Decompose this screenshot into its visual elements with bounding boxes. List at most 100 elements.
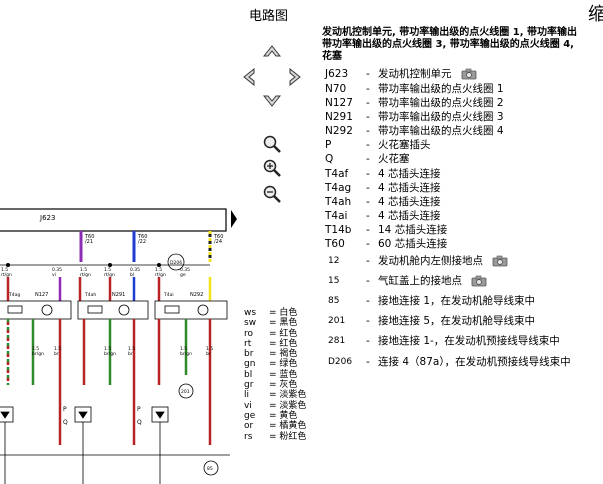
legend-description: 接地连接 5，在发动机舱导线束中 [378,315,536,327]
color-legend-row: rs= 粉红色 [244,431,307,442]
connector-label: T4ai [163,292,174,298]
legend-dash: - [366,315,370,327]
coil-n70[interactable] [0,300,72,320]
pan-left-button[interactable] [242,67,260,87]
legend-code: T4ag [325,182,352,194]
legend-code: 201 [328,316,346,326]
zoom-out-icon [263,185,281,203]
control-unit-label: J623 [39,214,55,222]
legend-dash: - [366,83,370,95]
color-legend-row: ge= 黄色 [244,410,298,421]
color-legend-row: gr= 灰色 [244,380,298,391]
legend-dash: - [366,210,370,222]
wire-size-labels-lower: 1.5br/gn 1.5br 1.5br/gn 1.5br 1.5br/gn 1… [32,346,213,357]
pan-up-button[interactable] [262,44,282,62]
legend-description: 火花塞 [378,153,410,165]
svg-text:rt/gn: rt/gn [1,272,12,278]
conn-label: T60 [84,234,94,240]
arrow-up-icon [262,45,282,57]
svg-text:br/gn: br/gn [104,351,116,357]
color-legend-row: bl= 蓝色 [244,369,298,380]
ground-point-201[interactable] [178,383,194,399]
arrow-left-icon [243,67,255,87]
junction-dot [6,263,10,267]
legend-description: 火花塞插头 [378,139,431,151]
legend-description: 气缸盖上的接地点 [378,275,462,287]
svg-text:0.35: 0.35 [130,267,140,273]
legend-description: 带功率输出级的点火线圈 2 [378,97,504,109]
zoom-plus-button[interactable] [262,158,282,178]
legend-dash: - [366,224,370,236]
coil-n127[interactable] [77,300,149,320]
svg-text:br: br [206,351,211,357]
color-legend-row: br= 褐色 [244,349,298,360]
legend-dash: - [366,111,370,123]
legend-code: Q [325,153,334,165]
zoom-in-icon [263,159,281,177]
legend-dash: - [366,168,370,180]
ground-label: D206 [170,260,182,266]
legend-dash: - [366,68,370,80]
connector-label: T4ag [8,292,20,298]
color-legend-row: vi= 淡紫色 [244,400,307,411]
legend-description: 4 芯插头连接 [378,168,441,180]
legend-dash: - [366,275,370,287]
legend-heading: 发动机控制单元, 带功率输出级的点火线圈 1, 带功率输出 带功率输出级的点火线… [322,27,577,62]
legend-code: N292 [325,125,353,137]
legend-dash: - [366,238,370,250]
plug-label: Q [137,419,142,426]
legend-description: 60 芯插头连接 [378,238,448,250]
svg-text:1.5: 1.5 [32,346,39,352]
color-legend-row: or= 橘黄色 [244,421,307,432]
component-legend: 发动机控制单元, 带功率输出级的点火线圈 1, 带功率输出 带功率输出级的点火线… [322,27,603,393]
color-legend-row: sw= 黑色 [244,318,298,329]
legend-dash: - [366,97,370,109]
coil-label: N292 [190,292,203,298]
zoom-out-button[interactable] [262,184,282,204]
svg-text:1.5: 1.5 [180,346,187,352]
pin-label: /22 [138,239,146,245]
svg-text:0.35: 0.35 [52,267,62,273]
legend-description: 接地连接 1，在发动机舱导线束中 [378,295,536,307]
magnifier-icon [263,135,281,153]
svg-text:rt/gn: rt/gn [155,272,166,278]
pan-right-button[interactable] [284,67,302,87]
legend-dash: - [366,153,370,165]
arrow-right-icon [289,67,301,87]
svg-text:0.35: 0.35 [180,267,190,273]
legend-dash: - [366,255,370,267]
svg-text:vi: vi [52,272,56,278]
svg-text:1.5: 1.5 [1,267,8,273]
coil-n292[interactable] [154,300,228,320]
pan-down-button[interactable] [262,90,282,108]
color-legend-row: rt= 红色 [244,338,298,349]
legend-code: T60 [325,238,345,250]
plug-label: Q [63,419,68,426]
legend-code: T4ai [325,210,348,222]
camera-icon[interactable] [461,68,477,80]
coil-label: N291 [112,292,125,298]
ground-point-d206[interactable] [167,253,185,271]
legend-dash: - [366,125,370,137]
coil-label: N127 [35,292,48,298]
circuit-diagram[interactable]: J623 T60 /21 T60 /22 T60 /24 D206 1.5rt/… [0,205,240,484]
svg-text:1.5: 1.5 [104,346,111,352]
legend-description: 4 芯插头连接 [378,196,441,208]
junction-dot [108,263,112,267]
camera-icon[interactable] [471,275,487,287]
ground-point-85[interactable] [203,460,219,476]
page-title: 电路图 [249,9,289,24]
conn-label: T60 [213,234,223,240]
ground-label: 85 [207,466,213,472]
svg-text:1.5: 1.5 [54,346,61,352]
legend-description: 4 芯插头连接 [378,210,441,222]
zoom-in-button[interactable] [262,134,282,154]
legend-description: 发动机舱内左侧接地点 [378,255,483,267]
legend-code: J623 [325,68,349,80]
camera-icon[interactable] [492,255,508,267]
legend-code: D206 [328,357,353,367]
wire-color-legend: ws= 白色 sw= 黑色 ro= 红色 rt= 红色 br= 褐色 gn= 绿… [244,308,306,442]
legend-code: N127 [325,97,353,109]
svg-text:1.5: 1.5 [104,267,111,273]
